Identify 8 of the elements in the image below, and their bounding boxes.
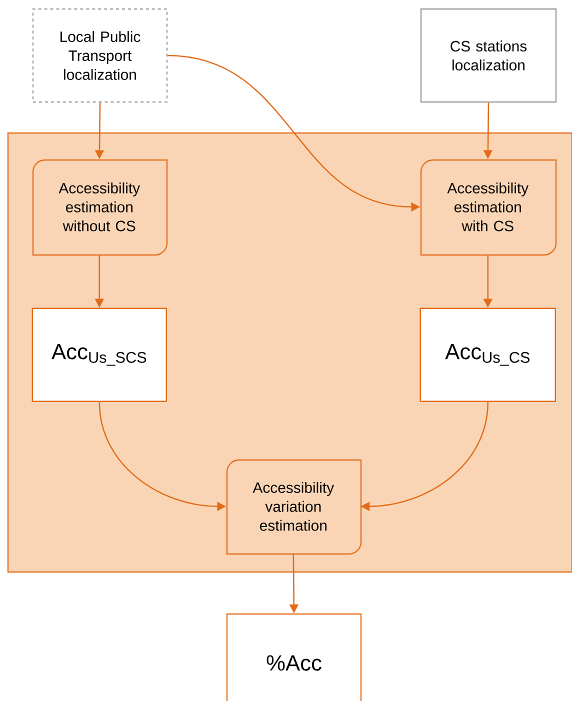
result-box: %Acc [226, 613, 362, 701]
result-box: Acc$_{Us_CS}$ [420, 308, 556, 402]
process-box: Accessibility estimation with CS [420, 159, 557, 256]
process-box: Accessibility variation estimation [226, 459, 362, 555]
process-box: Accessibility estimation without CS [32, 159, 168, 256]
input-box: CS stations localization [420, 8, 557, 103]
result-box: Acc$_{Us_SCS}$ [32, 308, 167, 402]
input-box: Local Public Transport localization [32, 8, 168, 103]
